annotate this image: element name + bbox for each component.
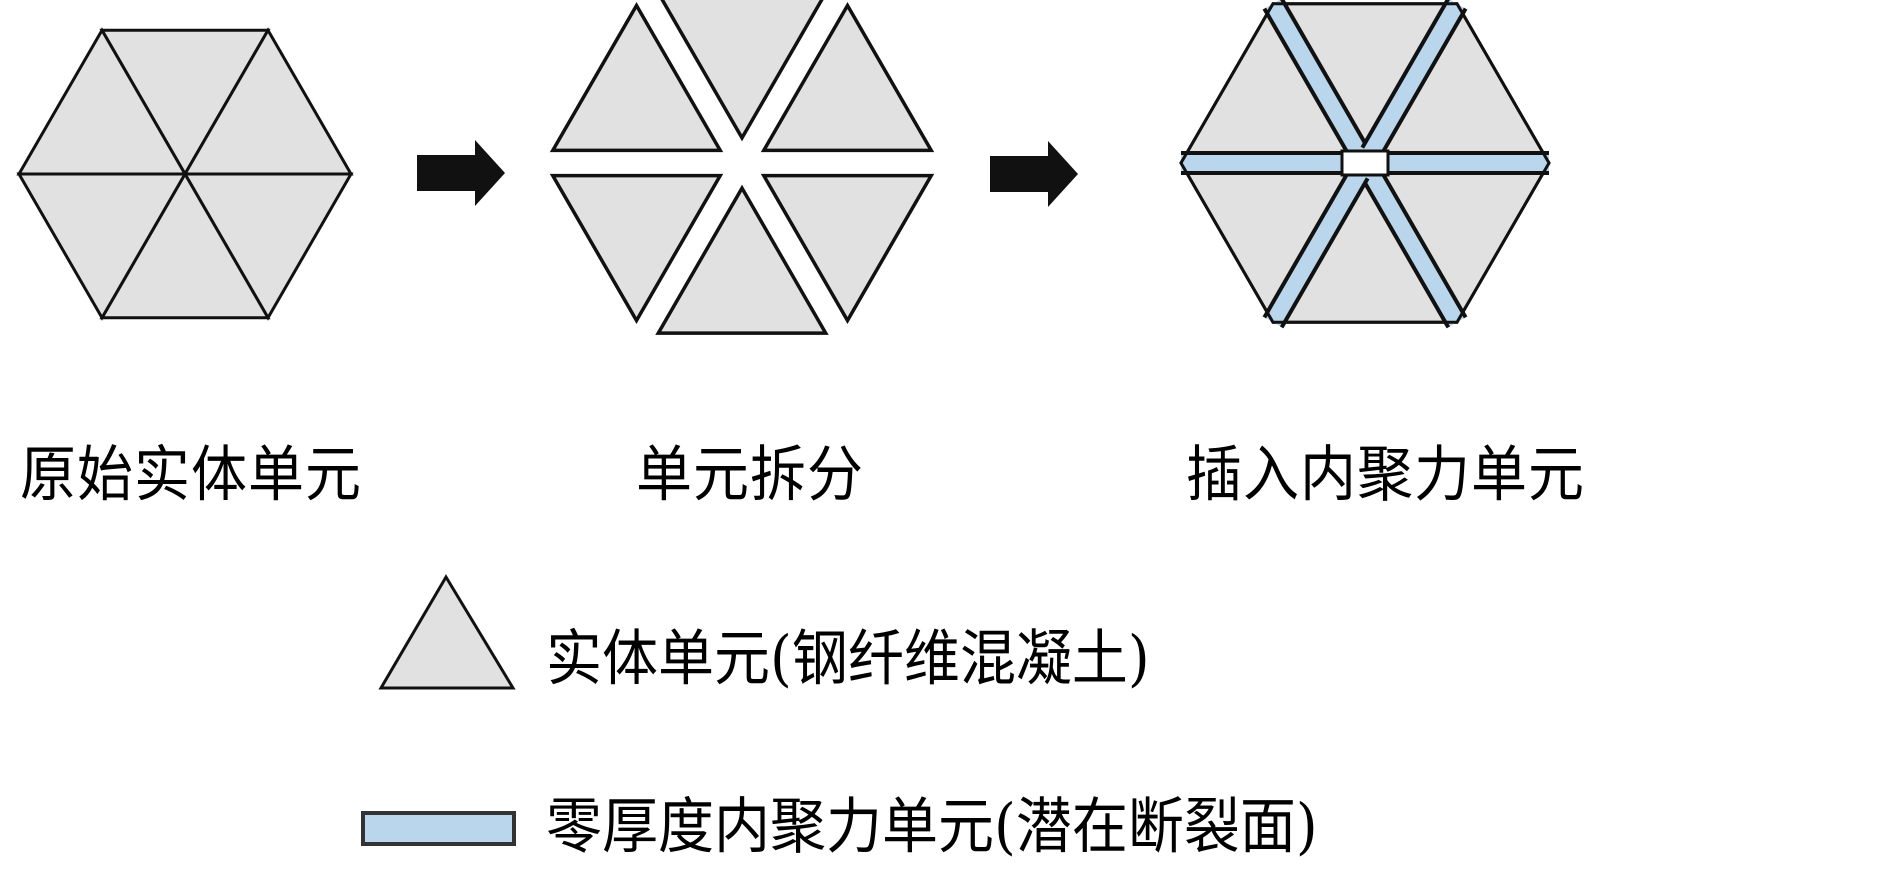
right-arrow-icon: [990, 141, 1078, 207]
legend-cohesive-rect-icon: [361, 811, 516, 846]
cohesive-edge: [1262, 7, 1353, 159]
solid-triangle: [655, 184, 829, 335]
legend-label-solid: 实体单元(钢纤维混凝土): [546, 624, 1150, 695]
cohesive-element: [1181, 153, 1353, 173]
cohesive-element: [1362, 0, 1466, 158]
legend-triangle-icon: [378, 574, 516, 690]
cohesive-element: [1264, 168, 1368, 328]
arrow-shape: [417, 140, 505, 206]
legend-triangle-shape: [378, 574, 516, 690]
arrow-shape: [990, 141, 1078, 207]
legend-label-cohesive: 零厚度内聚力单元(潜在断裂面): [546, 792, 1318, 863]
cohesive-element: [1377, 153, 1549, 173]
right-arrow-icon: [417, 140, 505, 206]
solid-triangle: [549, 2, 724, 153]
solid-triangle: [660, 0, 824, 142]
cohesive-edge: [1377, 167, 1468, 319]
cohesive-edge: [1262, 167, 1353, 319]
stage-label-split: 单元拆分: [636, 440, 864, 511]
stage-label-inserted: 插入内聚力单元: [1186, 440, 1585, 511]
cohesive-edge: [1360, 177, 1451, 329]
hexagon-outline: [1179, 2, 1551, 324]
split-solid-mesh: [549, 0, 935, 335]
cohesive-element: [1264, 0, 1368, 158]
solid-triangle: [760, 173, 935, 324]
solid-triangle: [760, 2, 935, 153]
solid-triangle: [549, 173, 724, 324]
cohesive-edge: [1360, 0, 1450, 149]
center-node-gap: [1340, 149, 1390, 177]
cohesive-element: [1362, 168, 1466, 328]
solid-triangle: [16, 27, 188, 176]
cohesive-edge: [1280, 0, 1370, 149]
stage-label-original: 原始实体单元: [20, 440, 362, 511]
original-solid-mesh: [16, 27, 354, 321]
cohesive-edge: [1279, 177, 1370, 329]
legend-rect-shape: [361, 811, 516, 846]
cohesive-inserted-mesh: [1179, 0, 1551, 329]
cohesive-edge: [1377, 7, 1468, 159]
